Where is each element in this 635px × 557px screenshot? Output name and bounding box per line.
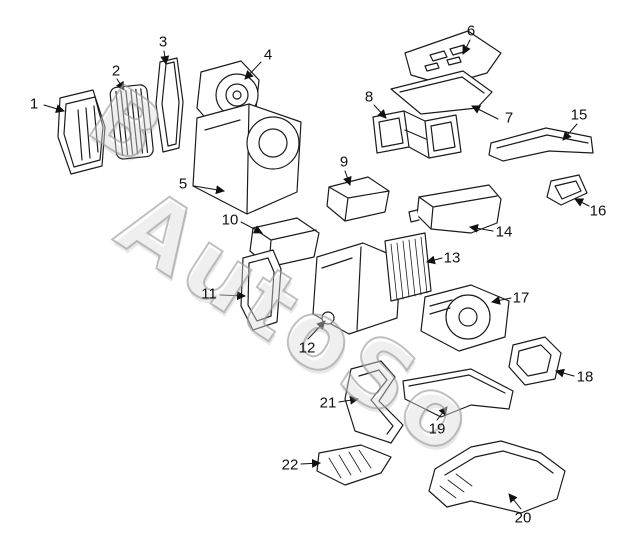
callout-label-13: 13 [443, 249, 461, 267]
leader-line-11 [219, 291, 246, 301]
part-11-drawing [240, 249, 282, 331]
callout-label-11: 11 [201, 285, 217, 303]
leader-line-9 [343, 170, 352, 186]
callout-label-7: 7 [504, 109, 514, 127]
part-16-drawing [546, 174, 588, 206]
leader-line-4 [244, 61, 262, 80]
callout-label-17: 17 [512, 289, 530, 307]
part-21-drawing [344, 360, 404, 444]
part-1-drawing [57, 89, 106, 175]
leader-line-12 [307, 320, 326, 340]
callout-label-1: 1 [29, 95, 39, 113]
part-3-drawing [155, 57, 184, 153]
leader-line-3 [160, 50, 170, 65]
callout-label-21: 21 [319, 394, 337, 412]
part-2-drawing [109, 84, 154, 160]
leader-line-21 [338, 395, 359, 405]
leader-line-17 [491, 295, 512, 305]
part-8-drawing [372, 110, 462, 159]
leader-line-15 [562, 123, 578, 141]
leader-line-16 [574, 198, 590, 207]
callout-label-9: 9 [339, 153, 349, 171]
leader-line-7 [471, 105, 499, 120]
callout-label-14: 14 [495, 223, 513, 241]
leader-line-2 [115, 78, 125, 91]
part-15-drawing [488, 127, 594, 162]
leader-line-18 [555, 368, 575, 378]
leader-line-13 [426, 255, 443, 265]
part-7-drawing [390, 70, 493, 115]
callout-label-16: 16 [589, 202, 607, 220]
callout-label-6: 6 [466, 22, 476, 40]
part-17-drawing [420, 284, 510, 352]
callout-label-20: 20 [514, 509, 532, 527]
part-19-drawing [402, 368, 514, 418]
part-6-drawing [404, 30, 502, 86]
part-14-drawing [408, 184, 502, 234]
callout-label-18: 18 [576, 368, 594, 386]
part-20-drawing [428, 440, 566, 514]
callout-label-2: 2 [111, 62, 121, 80]
callout-label-3: 3 [158, 33, 168, 51]
leader-line-1 [43, 104, 65, 114]
callout-label-22: 22 [281, 456, 299, 474]
leader-line-10 [240, 221, 263, 234]
leader-line-14 [469, 223, 494, 233]
leader-line-5 [193, 185, 225, 195]
callout-label-5: 5 [178, 175, 188, 193]
leader-line-22 [300, 458, 321, 468]
leader-lines [43, 39, 590, 510]
part-9-drawing [326, 176, 390, 222]
part-13-drawing [384, 232, 432, 302]
leader-line-19 [436, 406, 448, 421]
callout-label-4: 4 [263, 46, 273, 64]
callout-label-15: 15 [570, 106, 588, 124]
leader-line-6 [462, 39, 471, 55]
part-5-drawing [192, 103, 302, 215]
callout-label-10: 10 [221, 211, 239, 229]
leader-line-8 [373, 104, 387, 119]
leader-line-20 [508, 493, 522, 510]
callout-label-12: 12 [298, 339, 316, 357]
part-22-drawing [316, 444, 392, 486]
part-18-drawing [508, 336, 562, 386]
callout-label-19: 19 [428, 420, 446, 438]
callout-label-8: 8 [364, 88, 374, 106]
